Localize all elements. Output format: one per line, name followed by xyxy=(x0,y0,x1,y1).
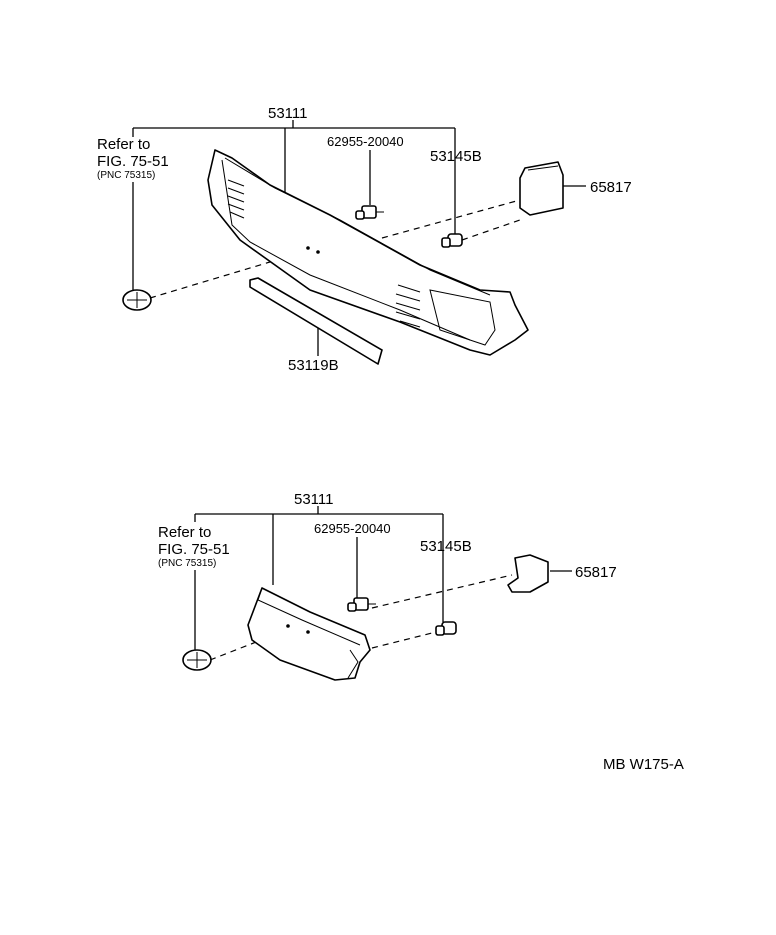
top-fastener-icon xyxy=(441,233,463,248)
bottom-label-53111: 53111 xyxy=(294,491,334,508)
top-molding xyxy=(249,277,383,365)
top-assembly: 53111 Refer to FIG. 75-51 (PNC 75315) 62… xyxy=(97,105,632,374)
bottom-ref-line3: (PNC 75315) xyxy=(158,558,216,569)
top-ref-line3: (PNC 75315) xyxy=(97,170,155,181)
top-label-53145b: 53145B xyxy=(430,148,482,165)
bottom-ref-line1: Refer to xyxy=(158,524,211,541)
bottom-assembly: 53111 Refer to FIG. 75-51 (PNC 75315) 62… xyxy=(158,491,617,681)
top-grille-left-slots xyxy=(227,179,245,219)
top-ref-line1: Refer to xyxy=(97,136,150,153)
top-grille xyxy=(207,149,529,356)
bottom-dashed-lines xyxy=(209,574,513,661)
top-clip-icon xyxy=(355,205,384,220)
bottom-fastener-icon xyxy=(435,621,457,636)
top-label-53111: 53111 xyxy=(268,105,308,122)
bottom-label-53145b: 53145B xyxy=(420,538,472,555)
top-grille-right-slots xyxy=(395,284,496,346)
bottom-label-clip: 62955-20040 xyxy=(314,521,391,536)
bottom-clip-icon xyxy=(347,597,376,612)
bottom-grille xyxy=(247,587,371,681)
top-label-65817: 65817 xyxy=(590,179,632,196)
bottom-leader-lines xyxy=(194,506,572,650)
top-leader-lines xyxy=(132,120,586,356)
figure-code: MB W175-A xyxy=(603,756,684,773)
top-cover-icon xyxy=(519,161,564,216)
top-dashed-lines xyxy=(149,199,521,299)
bottom-label-65817: 65817 xyxy=(575,564,617,581)
top-label-53119b: 53119B xyxy=(288,357,339,374)
top-label-clip: 62955-20040 xyxy=(327,134,404,149)
bottom-cover-icon xyxy=(507,554,549,593)
top-ref-line2: FIG. 75-51 xyxy=(97,153,169,170)
bottom-ref-line2: FIG. 75-51 xyxy=(158,541,230,558)
